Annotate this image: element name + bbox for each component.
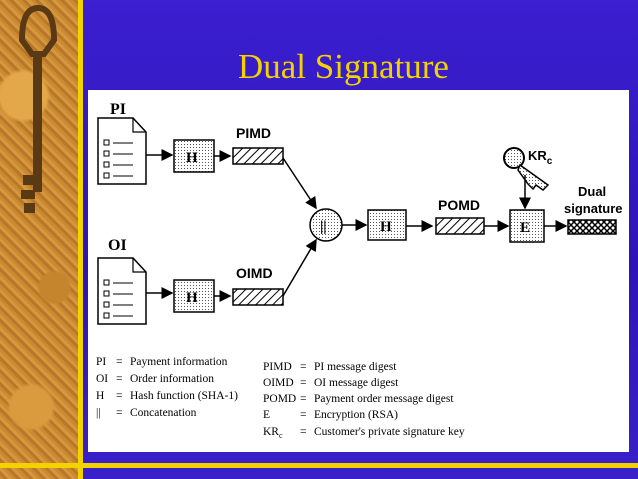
svg-text:POMD: POMD (263, 393, 296, 405)
legend-item: KRc = Customer's private signature key (263, 426, 465, 440)
legend-item: PIMD = PI message digest (263, 361, 397, 373)
svg-text:Payment order message digest: Payment order message digest (314, 393, 454, 405)
svg-text:=: = (116, 356, 123, 368)
svg-text:=: = (116, 407, 123, 419)
mid-hash-box (367, 209, 407, 241)
pi-label: PI (110, 101, 126, 118)
svg-text:Hash function (SHA-1): Hash function (SHA-1) (130, 390, 238, 402)
oimd-digest-bar (232, 288, 284, 306)
encrypt-label: E (520, 220, 530, 236)
svg-text:Encryption (RSA): Encryption (RSA) (314, 409, 398, 421)
svg-text:OI: OI (96, 373, 108, 385)
yellow-horizontal-rule (0, 463, 638, 468)
dual-signature-bar (567, 219, 617, 235)
encrypt-box (509, 209, 545, 243)
pomd-label: POMD (438, 197, 480, 213)
diagram-panel: PI H PIMD OI H OIMD (88, 90, 629, 452)
legend-left: PI = Payment information OI = Order info… (96, 356, 238, 419)
pi-document-icon (97, 117, 147, 185)
yellow-vertical-rule (78, 0, 83, 479)
svg-text:OI message digest: OI message digest (314, 377, 399, 389)
svg-text:=: = (116, 373, 123, 385)
svg-text:Customer's private signature k: Customer's private signature key (314, 426, 465, 438)
pi-hash-box (173, 139, 215, 173)
svg-text:PIMD: PIMD (263, 361, 292, 373)
concat-symbol: || (320, 219, 327, 235)
svg-text:=: = (300, 393, 307, 405)
pimd-label: PIMD (236, 125, 271, 141)
svg-text:Order information: Order information (130, 373, 214, 385)
slide-title: Dual Signature (238, 47, 449, 86)
dual-signature-label-line2: signature (564, 201, 623, 216)
svg-text:=: = (300, 361, 307, 373)
dual-signature-label-line1: Dual (578, 184, 606, 199)
oimd-label: OIMD (236, 265, 273, 281)
pomd-digest-bar (435, 217, 485, 235)
oimd-to-concat-arrow (282, 238, 317, 297)
svg-text:KRc: KRc (263, 426, 283, 440)
svg-text:PI: PI (96, 356, 106, 368)
svg-text:=: = (116, 390, 123, 402)
svg-text:H: H (96, 390, 104, 402)
key-photo-strip (0, 0, 78, 479)
oi-label: OI (108, 237, 127, 254)
legend-item: PI = Payment information (96, 356, 228, 368)
dual-signature-diagram: PI H PIMD OI H OIMD (96, 101, 623, 440)
legend-item: H = Hash function (SHA-1) (96, 390, 238, 402)
svg-text:=: = (300, 426, 307, 438)
legend-item: || = Concatenation (96, 407, 197, 419)
legend-right: PIMD = PI message digest OIMD = OI messa… (263, 361, 465, 440)
legend-item: OIMD = OI message digest (263, 377, 399, 389)
svg-text:Payment information: Payment information (130, 356, 228, 368)
key-label: KRc (528, 148, 553, 167)
mid-hash-label: H (380, 219, 392, 235)
pimd-to-concat-arrow (282, 157, 317, 210)
legend-item: E = Encryption (RSA) (263, 409, 398, 421)
svg-text:E: E (263, 409, 270, 421)
svg-text:=: = (300, 377, 307, 389)
svg-text:OIMD: OIMD (263, 377, 294, 389)
pimd-digest-bar (232, 147, 284, 165)
svg-text:=: = (300, 409, 307, 421)
svg-text:||: || (96, 407, 101, 419)
oi-hash-label: H (186, 290, 198, 306)
antique-key-icon (18, 4, 58, 213)
svg-text:PI message digest: PI message digest (314, 361, 397, 373)
legend-item: OI = Order information (96, 373, 214, 385)
svg-text:Concatenation: Concatenation (130, 407, 197, 419)
oi-document-icon (97, 257, 147, 325)
pi-hash-label: H (186, 150, 198, 166)
private-key-icon (503, 147, 550, 191)
legend-item: POMD = Payment order message digest (263, 393, 454, 405)
